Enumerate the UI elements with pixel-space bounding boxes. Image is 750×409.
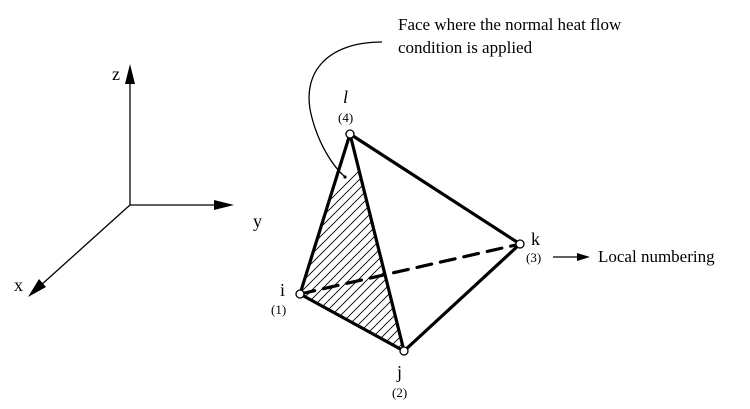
hatch-line <box>339 134 404 351</box>
hatch-line <box>412 110 672 370</box>
hatch-line <box>348 134 404 351</box>
edge-i-j <box>298 292 406 353</box>
y-axis-arrowhead <box>214 200 234 210</box>
hatch-line <box>300 134 404 351</box>
node-l-number: (4) <box>338 110 353 125</box>
edge-l-i <box>298 132 352 296</box>
hatch-line <box>303 134 404 351</box>
edge-l-j <box>348 132 406 353</box>
x-axis-label: x <box>14 275 23 295</box>
local-numbering-arrowhead <box>577 253 590 261</box>
hatch-line <box>300 134 404 351</box>
hatch-line <box>300 134 404 351</box>
node-k <box>515 239 525 249</box>
node-l <box>345 129 355 139</box>
z-axis-arrowhead <box>125 64 135 84</box>
node-k-number: (3) <box>526 250 541 265</box>
hatch-line <box>366 134 404 351</box>
node-i <box>295 289 305 299</box>
tetrahedron-edges <box>298 132 522 353</box>
edge-l-k <box>348 132 522 246</box>
local-numbering-label: Local numbering <box>598 247 715 266</box>
hatch-line <box>393 134 404 351</box>
face-leader-dot <box>343 175 347 179</box>
tetrahedron-nodes <box>295 129 525 356</box>
node-j-number: (2) <box>392 385 407 400</box>
node-i-number: (1) <box>271 302 286 317</box>
y-axis-label: y <box>253 211 262 231</box>
hatch-line <box>300 134 404 351</box>
hatch-line <box>321 134 404 351</box>
hatch-line <box>300 134 404 351</box>
hatch-line <box>330 134 404 351</box>
hatch-line <box>357 134 404 351</box>
x-axis-arrowhead <box>28 279 46 297</box>
edge-i-k-hidden <box>298 242 522 296</box>
node-j <box>399 346 409 356</box>
hatch-line <box>300 134 404 351</box>
face-leader-line <box>308 41 383 177</box>
face-annotation-line2: condition is applied <box>398 38 533 57</box>
edge-j-k <box>402 242 522 353</box>
node-k-label: k <box>531 229 540 249</box>
x-axis-line <box>39 204 131 287</box>
hatch-line <box>300 134 404 351</box>
hatch-line <box>300 134 404 351</box>
z-axis-label: z <box>112 64 120 84</box>
heat-flow-face <box>300 110 672 370</box>
coordinate-axes: z y x <box>14 64 262 297</box>
node-l-label: l <box>343 87 348 107</box>
face-annotation-line1: Face where the normal heat flow <box>398 15 622 34</box>
node-j-label: j <box>396 362 402 382</box>
node-i-label: i <box>280 280 285 300</box>
hatch-line <box>375 134 404 351</box>
hatch-line <box>300 134 404 351</box>
hatch-line <box>300 134 404 351</box>
hatch-line <box>300 134 404 351</box>
